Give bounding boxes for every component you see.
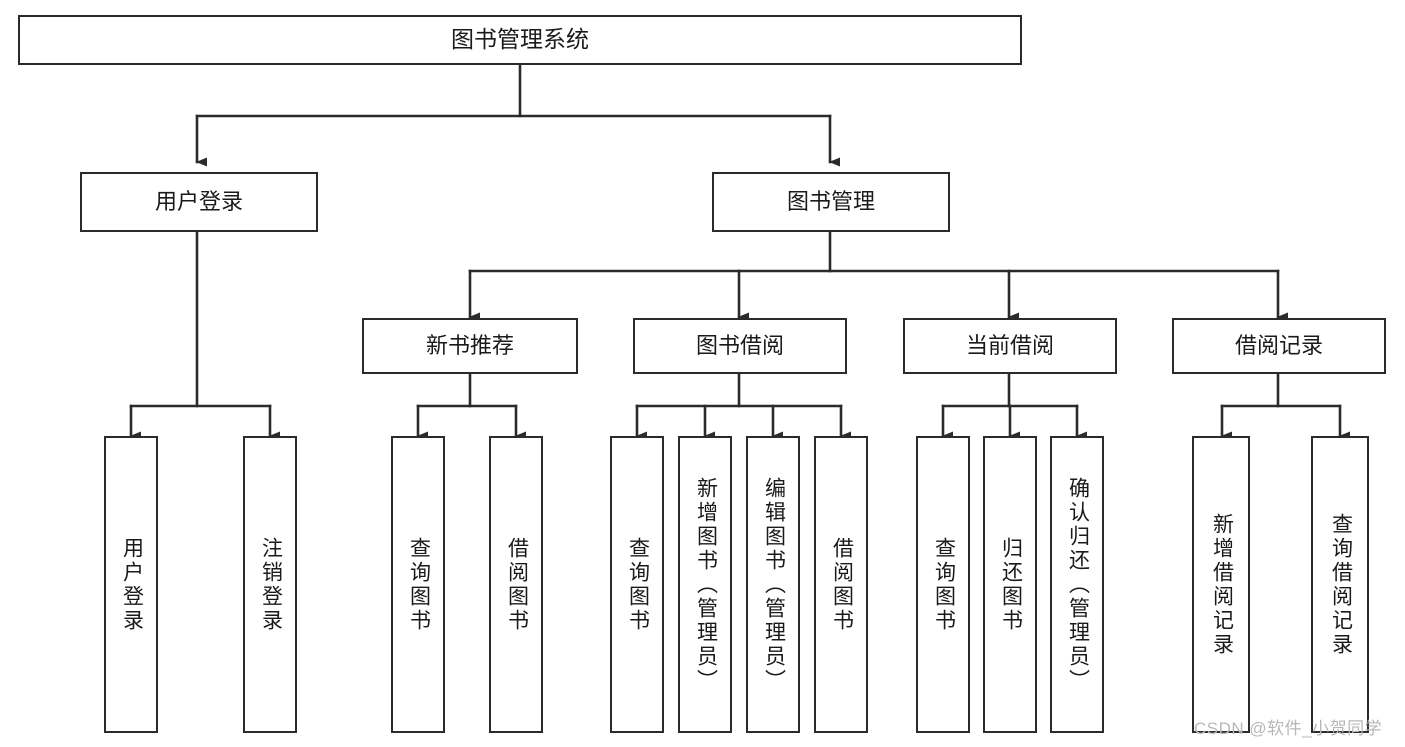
leaf-edit-book-admin[interactable]: 编辑图书（管理员） bbox=[746, 436, 800, 733]
leaf-query-book-borrowing[interactable]: 查询图书 bbox=[610, 436, 664, 733]
leaf-borrow-book-recommendation[interactable]: 借阅图书 bbox=[489, 436, 543, 733]
leaf-user-login[interactable]: 用户登录 bbox=[104, 436, 158, 733]
leaf-return-book[interactable]: 归还图书 bbox=[983, 436, 1037, 733]
leaf-add-borrowing-record[interactable]: 新增借阅记录 bbox=[1192, 436, 1250, 733]
node-current-borrowing[interactable]: 当前借阅 bbox=[903, 318, 1117, 374]
node-user-login[interactable]: 用户登录 bbox=[80, 172, 318, 232]
node-book-borrowing[interactable]: 图书借阅 bbox=[633, 318, 847, 374]
node-root-book-management-system[interactable]: 图书管理系统 bbox=[18, 15, 1022, 65]
leaf-confirm-return-admin[interactable]: 确认归还（管理员） bbox=[1050, 436, 1104, 733]
leaf-query-borrowing-record[interactable]: 查询借阅记录 bbox=[1311, 436, 1369, 733]
node-borrowing-record[interactable]: 借阅记录 bbox=[1172, 318, 1386, 374]
leaf-borrow-book-borrowing[interactable]: 借阅图书 bbox=[814, 436, 868, 733]
node-book-management[interactable]: 图书管理 bbox=[712, 172, 950, 232]
leaf-logout-login[interactable]: 注销登录 bbox=[243, 436, 297, 733]
leaf-add-book-admin[interactable]: 新增图书（管理员） bbox=[678, 436, 732, 733]
leaf-query-book-current[interactable]: 查询图书 bbox=[916, 436, 970, 733]
node-new-book-recommendation[interactable]: 新书推荐 bbox=[362, 318, 578, 374]
leaf-query-book-recommendation[interactable]: 查询图书 bbox=[391, 436, 445, 733]
